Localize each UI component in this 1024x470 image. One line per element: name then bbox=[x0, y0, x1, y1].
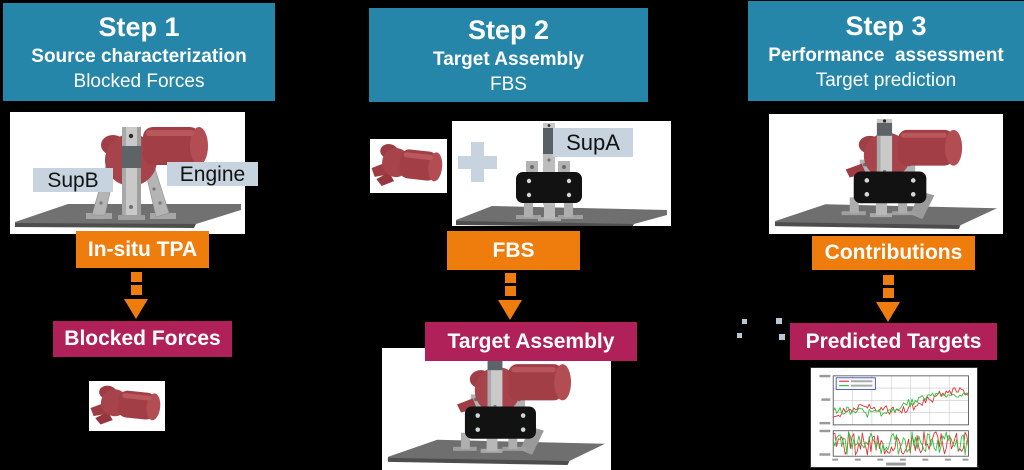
arrow-down-icon bbox=[124, 272, 148, 319]
chart-legend bbox=[835, 377, 876, 391]
dot bbox=[776, 318, 782, 324]
arrow-dash bbox=[504, 286, 516, 296]
supa-label: SupA bbox=[553, 128, 633, 157]
plus-icon bbox=[458, 142, 497, 182]
predicted-targets-node: Predicted Targets bbox=[790, 323, 997, 360]
arrow-dash bbox=[882, 275, 894, 285]
step1-subtitle: Source characterization bbox=[31, 45, 247, 67]
arrow-head bbox=[876, 302, 900, 322]
target-assembly-node: Target Assembly bbox=[425, 322, 637, 361]
supb-label: SupB bbox=[33, 168, 113, 192]
fbs-node: FBS bbox=[447, 231, 580, 270]
arrow-dash bbox=[130, 285, 142, 295]
blocked-forces-node: Blocked Forces bbox=[53, 321, 232, 357]
dot bbox=[737, 333, 742, 338]
source-component-image bbox=[370, 139, 447, 193]
prediction-chart-image bbox=[810, 367, 978, 468]
step3-header: Step 3 Performance assessment Target pre… bbox=[748, 1, 1024, 101]
insitu-tpa-node: In-situ TPA bbox=[76, 231, 209, 268]
arrow-down-icon bbox=[876, 275, 900, 322]
arrow-dash bbox=[882, 288, 894, 298]
step3-subtitle: Performance assessment bbox=[768, 44, 1004, 66]
arrow-head bbox=[498, 300, 522, 320]
target-assembly-image bbox=[382, 348, 611, 470]
step3-title: Step 3 bbox=[845, 10, 927, 41]
engine-label: Engine bbox=[167, 162, 258, 186]
arrow-head bbox=[124, 299, 148, 319]
assembly-image bbox=[769, 114, 1003, 234]
step2-subtitle: Target Assembly bbox=[433, 48, 584, 70]
arrow-dash bbox=[130, 272, 142, 282]
contributions-node: Contributions bbox=[812, 236, 975, 270]
step3-caption: Target prediction bbox=[815, 69, 957, 91]
arrow-down-icon bbox=[498, 273, 522, 320]
step2-caption: FBS bbox=[490, 73, 527, 95]
step1-title: Step 1 bbox=[98, 11, 180, 42]
source-component-image bbox=[89, 381, 165, 431]
step2-title: Step 2 bbox=[467, 14, 550, 45]
step1-header: Step 1 Source characterization Blocked F… bbox=[3, 3, 275, 101]
step2-header: Step 2 Target Assembly FBS bbox=[369, 8, 648, 102]
step1-caption: Blocked Forces bbox=[73, 70, 205, 92]
dot bbox=[779, 334, 785, 340]
arrow-dash bbox=[504, 273, 516, 283]
dot bbox=[742, 319, 747, 324]
